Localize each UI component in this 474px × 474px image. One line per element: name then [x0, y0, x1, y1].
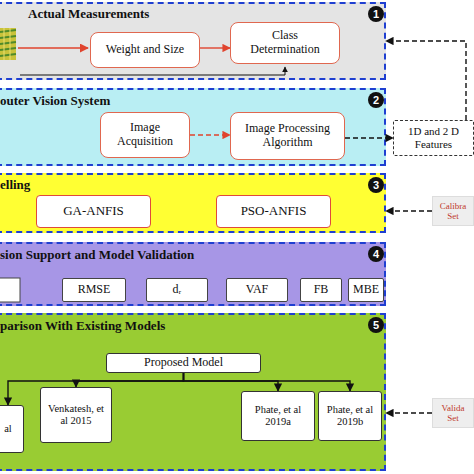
- connector: [200, 47, 230, 48]
- reference-box: Phate, et al 2019b: [318, 391, 382, 441]
- metric-box: FB: [300, 278, 342, 302]
- callout-number: 3: [368, 177, 384, 193]
- box-text: 1D and 2 D Features: [399, 125, 468, 150]
- thumbnail-arrow: [18, 47, 88, 49]
- callout-number: 1: [368, 6, 384, 22]
- box-text: Proposed Model: [144, 356, 223, 370]
- stage-band: outer Vision SystemImage Acquisition Imag…: [0, 88, 386, 166]
- metric-box: RMSE: [62, 278, 126, 302]
- box-text: MBE: [353, 283, 379, 297]
- box-text: FB: [314, 283, 329, 297]
- dataset-box: Valida Set: [432, 398, 474, 428]
- callout-number: 4: [368, 246, 384, 262]
- sample-thumbnail: [0, 28, 16, 60]
- connector: [386, 210, 432, 211]
- stage-band: ellingGA-ANFIS PSO-ANFIS: [0, 173, 386, 233]
- box-text: dᵣ: [173, 283, 182, 297]
- box-text: Class Determination: [236, 29, 334, 57]
- stage-band: Actual MeasurementsWeight and Size Class …: [0, 2, 386, 80]
- process-box: Class Determination: [230, 22, 340, 64]
- connector: [386, 41, 466, 120]
- connector: [386, 412, 432, 413]
- box-text: PSO-ANFIS: [241, 204, 307, 219]
- metric-box: MBE: [348, 278, 384, 302]
- stage-band: sion Support and Model ValidationRMSE dᵣ V…: [0, 242, 386, 306]
- box-text: Image Processing Algorithm: [236, 122, 339, 150]
- metric-box: dᵣ: [146, 278, 208, 302]
- box-text: Valida Set: [435, 403, 471, 424]
- model-box: PSO-ANFIS: [216, 195, 331, 228]
- box-text: Image Acquisition: [106, 121, 184, 149]
- box-text: Calibra Set: [435, 201, 471, 222]
- dataset-box: Calibra Set: [432, 196, 474, 226]
- box-text: Phate, et al 2019b: [322, 404, 378, 428]
- box-text: RMSE: [78, 283, 111, 297]
- reference-box: al: [0, 405, 24, 453]
- band-title: Actual Measurements: [28, 6, 149, 22]
- band-title: outer Vision System: [0, 93, 110, 109]
- feature-box: 1D and 2 D Features: [393, 120, 474, 156]
- band-title: sion Support and Model Validation: [0, 247, 194, 263]
- box-text: VAF: [246, 283, 268, 297]
- box-text: Phate, et al 2019a: [245, 404, 311, 428]
- metric-box: VAF: [226, 278, 288, 302]
- partial-metric-box: [0, 278, 20, 302]
- band-title: elling: [0, 177, 30, 193]
- reference-box: Venkatesh, et al 2015: [40, 387, 112, 443]
- box-text: GA-ANFIS: [63, 204, 124, 219]
- process-box: Weight and Size: [90, 32, 200, 68]
- process-box: Image Processing Algorithm: [230, 112, 345, 160]
- box-text: Venkatesh, et al 2015: [44, 403, 108, 427]
- proposed-model-box: Proposed Model: [106, 353, 261, 373]
- box-text: Weight and Size: [106, 43, 184, 57]
- reference-box: Phate, et al 2019a: [241, 391, 315, 441]
- callout-number: 5: [368, 317, 384, 333]
- model-box: GA-ANFIS: [36, 195, 151, 228]
- process-box: Image Acquisition: [100, 112, 190, 158]
- callout-number: 2: [368, 92, 384, 108]
- stage-band: parison With Existing ModelsProposed Mod…: [0, 313, 386, 471]
- band-title: parison With Existing Models: [0, 318, 165, 334]
- box-text: al: [4, 423, 12, 435]
